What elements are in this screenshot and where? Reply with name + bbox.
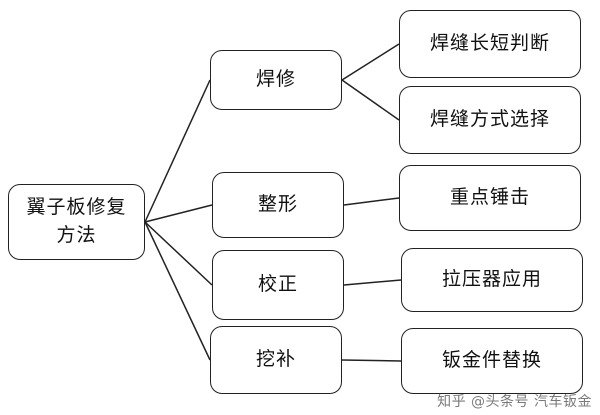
connector-correction-to-puller <box>343 279 402 286</box>
branch-node-label: 挖补 <box>255 348 296 371</box>
branch-node-patching: 挖补 <box>210 326 342 394</box>
connector-shaping-to-hammer <box>343 197 400 206</box>
connector-root-to-weld <box>144 79 211 223</box>
leaf-node-label: 钣金件替换 <box>441 349 542 372</box>
branch-node-label: 整形 <box>257 193 298 216</box>
leaf-node-panel-replacement: 钣金件替换 <box>401 328 583 394</box>
branch-node-shaping: 整形 <box>212 172 344 238</box>
branch-node-label: 焊修 <box>255 68 296 91</box>
leaf-node-puller: 拉压器应用 <box>401 248 583 312</box>
connector-root-to-shaping <box>144 204 213 223</box>
branch-node-weld: 焊修 <box>210 50 342 110</box>
root-node: 翼子板修复 方法 <box>8 184 145 260</box>
leaf-node-weld-method: 焊缝方式选择 <box>399 86 581 154</box>
root-node-label-line2: 方法 <box>56 224 97 246</box>
leaf-node-label: 重点锤击 <box>449 186 530 209</box>
root-node-label-line1: 翼子板修复 <box>26 196 127 219</box>
connector-weld-to-length <box>341 43 400 81</box>
connector-root-to-correction <box>144 221 213 286</box>
leaf-node-weld-length: 焊缝长短判断 <box>399 10 581 78</box>
connector-root-to-patching <box>144 221 211 361</box>
connector-weld-to-method <box>341 79 400 121</box>
watermark-text: 知乎 @头条号 汽车钣金 <box>437 394 592 410</box>
leaf-node-hammering: 重点锤击 <box>399 165 581 231</box>
branch-node-label: 校正 <box>257 273 298 296</box>
leaf-node-label: 拉压器应用 <box>441 268 542 291</box>
leaf-node-label: 焊缝长短判断 <box>429 32 550 55</box>
connector-patching-to-replace <box>341 359 402 362</box>
branch-node-correction: 校正 <box>212 250 344 320</box>
leaf-node-label: 焊缝方式选择 <box>429 108 550 131</box>
